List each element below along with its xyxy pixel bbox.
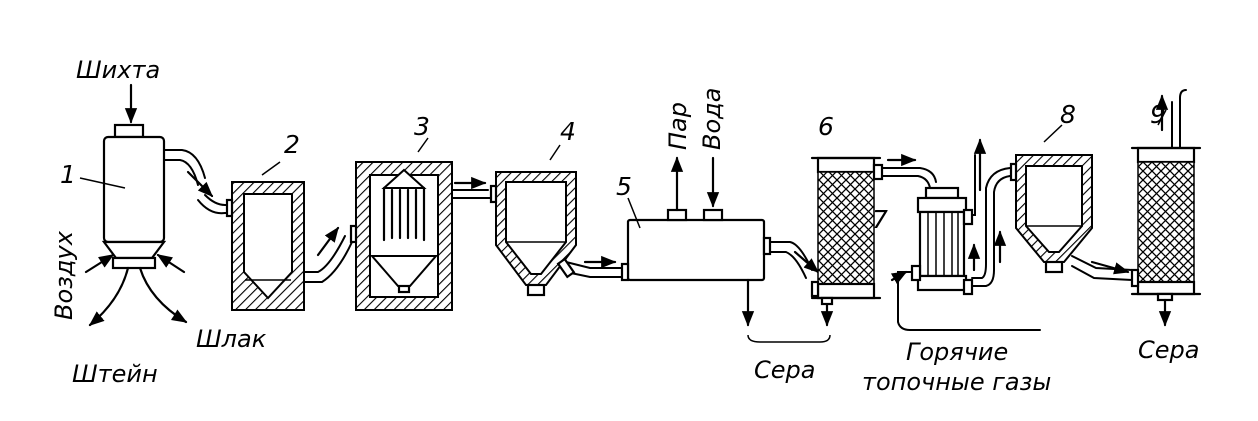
label-sulfur-2: Сера [1138,336,1199,364]
unit-4-cyclone [489,144,623,297]
label-unit-4: 4 [560,117,576,146]
label-matte: Штейн [72,360,158,388]
unit-7-heat-exchanger [890,138,1041,331]
label-unit-7: 7 [872,205,888,234]
unit-6-reactor [747,153,937,343]
label-unit-6: 6 [818,112,834,141]
label-hot-gases-line-1: Горячие [906,338,1008,366]
unit-8-cyclone [1009,124,1133,281]
label-unit-3: 3 [414,112,430,141]
label-water: Вода [698,88,726,150]
label-steam: Пар [664,102,692,150]
label-charge: Шихта [76,56,160,84]
unit-numbers: 1 2 3 4 5 6 7 8 9 [60,100,1166,234]
label-air: Воздух [50,230,78,320]
label-unit-8: 8 [1060,100,1076,129]
label-unit-9: 9 [1150,100,1166,129]
unit-2-chamber [197,161,353,311]
label-unit-1: 1 [60,160,76,189]
label-unit-2: 2 [284,130,300,159]
label-unit-5: 5 [616,172,632,201]
unit-9-reactor [1130,89,1202,327]
unit-1-furnace [79,83,214,327]
label-sulfur-1: Сера [754,356,815,384]
label-slag: Шлак [196,325,267,353]
stream-labels: Шихта Воздух Штейн Шлак Пар Вода Сера Го… [50,56,1199,396]
unit-3-filter [349,137,491,311]
unit-5-condenser [620,156,820,327]
label-hot-gases-line-2: топочные газы [862,368,1051,396]
